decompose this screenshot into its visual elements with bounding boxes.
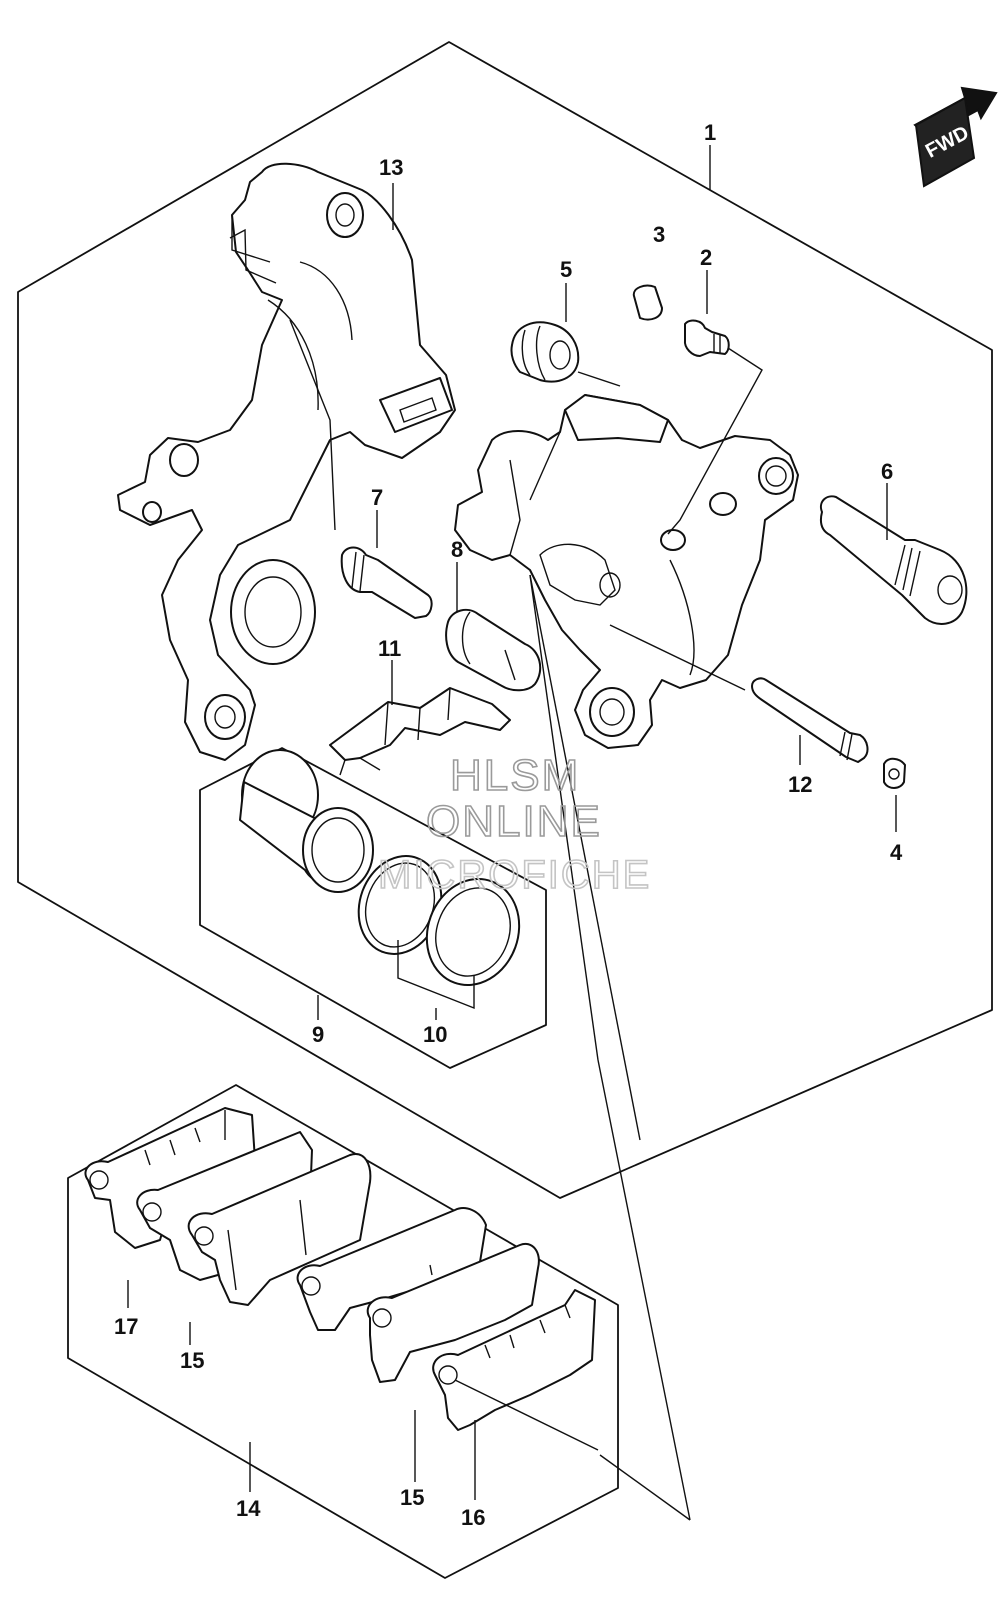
callout-17: 17 [114,1314,138,1339]
callout-13: 13 [379,155,403,180]
callout-5: 5 [560,257,572,282]
callout-11: 11 [378,636,401,661]
callout-12: 12 [788,772,812,797]
callout-9: 9 [312,1022,324,1047]
pin-boot-drawing [445,608,542,692]
callout-15-right: 15 [400,1485,424,1510]
watermark-line-3: MICROFICHE [378,853,651,897]
callout-6: 6 [881,459,893,484]
caliper-body-drawing [454,394,799,749]
callout-2: 2 [700,245,712,270]
caliper-assembly-outline [17,41,993,1199]
pad-left-drawing [187,1153,372,1306]
pad-backing-left-drawing [136,1131,313,1281]
watermark-line-1: HLSM [450,751,580,800]
boot-drawing [510,321,580,383]
pad-set-outline [67,1084,619,1579]
caliper-bracket-drawing [117,162,456,761]
callout-15-left: 15 [180,1348,204,1373]
piston-drawing [239,749,374,893]
slide-pin-drawing [820,495,968,625]
caliper-pin-drawing [340,546,433,619]
bleeder-valve-drawing [683,319,730,357]
watermark: HLSM ONLINE MICROFICHE [377,750,651,898]
callout-16: 16 [461,1505,485,1530]
brake-pads-drawing [84,1107,596,1431]
callout-7: 7 [371,485,383,510]
piston-kit-outline [199,747,547,1069]
callout-8: 8 [451,537,463,562]
pad-spring-drawing [329,687,511,776]
leader-lines [127,145,897,1521]
piston-seals-drawing [357,855,521,987]
callout-10: 10 [423,1022,447,1047]
callout-3: 3 [653,222,665,247]
nut-drawing [883,757,906,789]
shim-left-drawing [84,1107,256,1249]
long-pin-drawing [751,677,869,763]
callout-1: 1 [704,120,716,145]
callout-numbers: 1 2 3 4 5 6 7 8 9 10 11 12 13 14 15 15 1… [114,120,903,1530]
pad-backing-right-drawing [366,1242,540,1383]
fwd-arrow-icon: FWD [913,86,998,188]
callout-14: 14 [236,1496,261,1521]
bleeder-cap-drawing [632,284,663,321]
callout-4: 4 [890,840,903,865]
watermark-line-2: ONLINE [426,797,602,846]
